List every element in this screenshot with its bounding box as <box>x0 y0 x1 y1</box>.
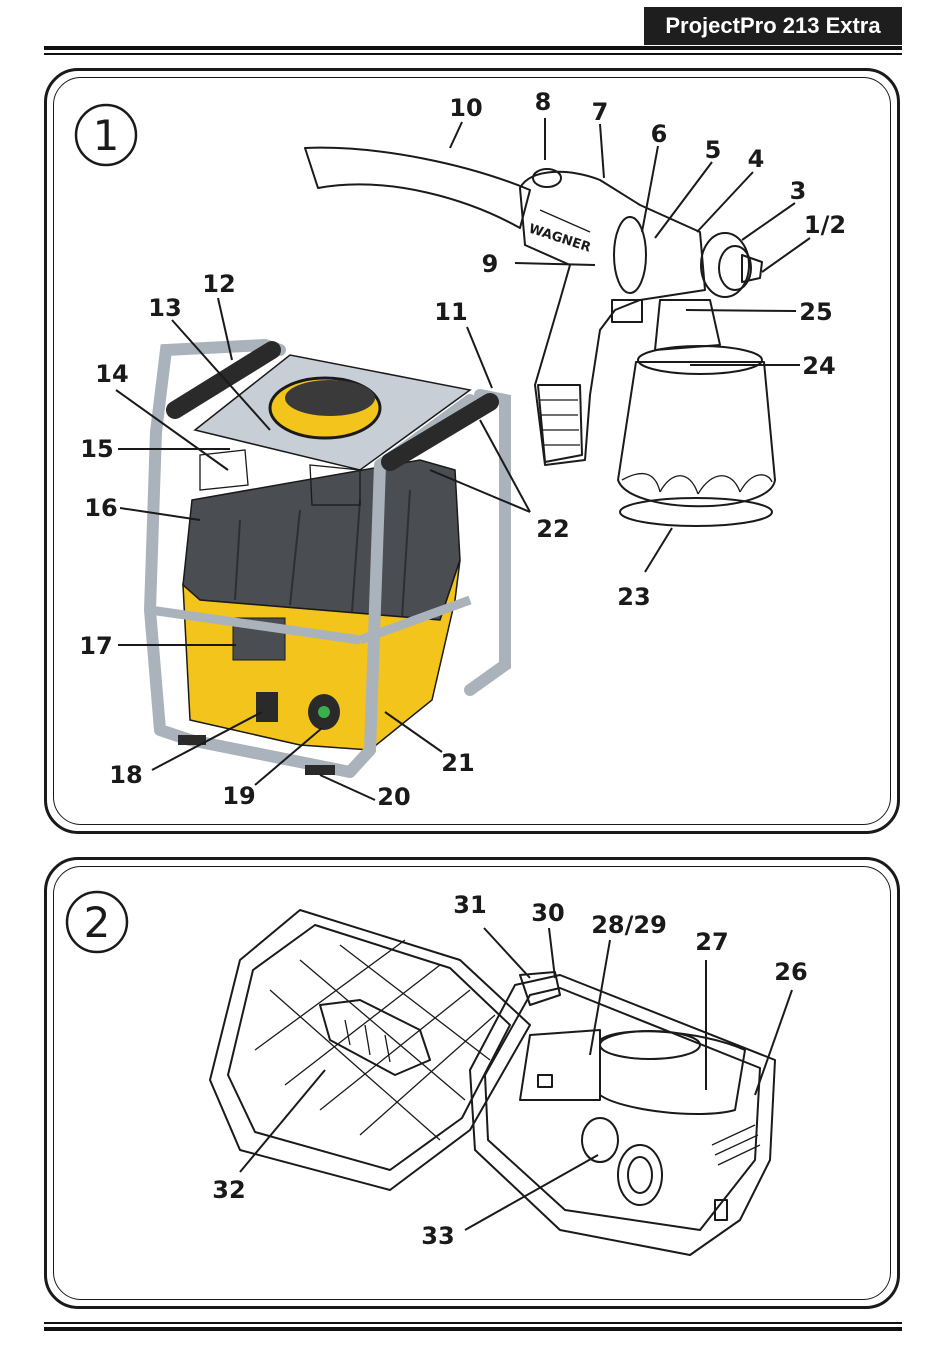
figure-2-panel <box>44 857 900 1309</box>
callout-17: 17 <box>79 632 112 660</box>
footer-rule-thick <box>44 1327 902 1331</box>
callout-33: 33 <box>421 1222 454 1250</box>
air-hose-drawing <box>304 146 531 229</box>
callout-20: 20 <box>377 783 410 811</box>
callout-18: 18 <box>109 761 142 789</box>
callout-32: 32 <box>212 1176 245 1204</box>
figure-1-number: 1 <box>93 111 120 160</box>
callout-15: 15 <box>80 435 113 463</box>
callout-31: 31 <box>453 891 486 919</box>
open-lid-drawing <box>209 909 531 1191</box>
figure-1-panel-inner-border <box>53 77 891 825</box>
header-rule-thick <box>44 46 902 50</box>
paint-container-drawing <box>617 345 776 527</box>
callout-22: 22 <box>536 515 569 543</box>
callout-13: 13 <box>148 294 181 322</box>
figure-1-number-badge: 1 <box>74 103 138 167</box>
callout-12: 12 <box>202 270 235 298</box>
figure-1-callout-labels: 10 8 7 6 5 4 3 1/2 9 25 24 12 13 11 14 1… <box>79 88 846 811</box>
footer-rule-thin <box>44 1322 902 1324</box>
figure-2-panel-inner-border <box>53 866 891 1300</box>
callout-25: 25 <box>799 298 832 326</box>
callout-23: 23 <box>617 583 650 611</box>
callout-11: 11 <box>434 298 467 326</box>
callout-1-2: 1/2 <box>804 211 846 239</box>
figure-2-callout-labels: 31 30 28/29 27 26 32 33 <box>212 891 807 1250</box>
callout-26: 26 <box>774 958 807 986</box>
figure-1-leader-lines <box>115 118 811 801</box>
callout-24: 24 <box>802 352 835 380</box>
callout-7: 7 <box>592 98 609 126</box>
header-rule-thin <box>44 53 902 55</box>
callout-4: 4 <box>748 145 765 173</box>
open-base-drawing <box>469 971 776 1256</box>
turbine-unit-drawing <box>144 338 511 778</box>
callout-3: 3 <box>790 177 807 205</box>
figure-2-number: 2 <box>84 898 111 947</box>
spray-gun-drawing: WAGNER <box>519 168 763 466</box>
callout-27: 27 <box>695 928 728 956</box>
figure-1-panel <box>44 68 900 834</box>
document-title: ProjectPro 213 Extra <box>644 7 902 45</box>
callout-21: 21 <box>441 749 474 777</box>
callout-28-29: 28/29 <box>591 911 667 939</box>
figure-2-number-badge: 2 <box>65 890 129 954</box>
figure-2-leader-lines <box>239 927 793 1231</box>
callout-14: 14 <box>95 360 128 388</box>
callout-19: 19 <box>222 782 255 810</box>
callout-30: 30 <box>531 899 564 927</box>
callout-9: 9 <box>482 250 499 278</box>
callout-8: 8 <box>535 88 552 116</box>
callout-16: 16 <box>84 494 117 522</box>
callout-10: 10 <box>449 94 482 122</box>
callout-6: 6 <box>651 120 668 148</box>
callout-5: 5 <box>705 136 722 164</box>
